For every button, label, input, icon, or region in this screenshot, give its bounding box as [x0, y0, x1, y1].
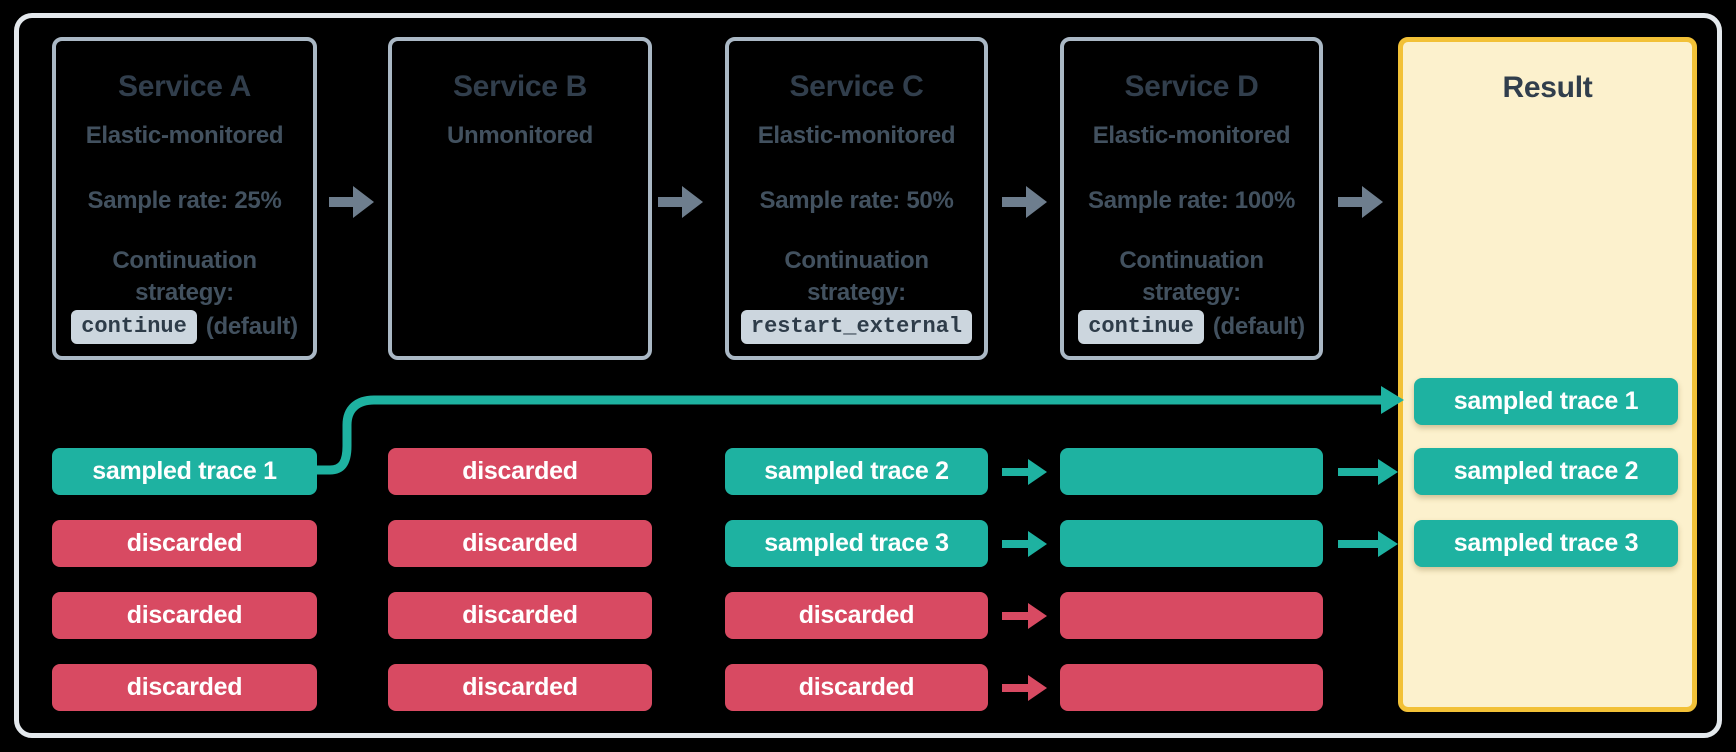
trace-pill: discarded — [52, 664, 317, 711]
service-a-chip-suffix: (default) — [205, 313, 298, 340]
arrow-service-b-to-c-icon — [658, 186, 703, 218]
service-d-continuation-label: Continuation strategy: — [1119, 247, 1264, 306]
service-b-box: Service B Unmonitored — [388, 37, 652, 360]
service-d-sample-rate: Sample rate: 100% — [1087, 187, 1295, 214]
service-a-continuation-label: Continuation strategy: — [112, 247, 257, 306]
service-d-chip-suffix: (default) — [1212, 313, 1305, 340]
service-c-chip-row: restart_external — [729, 310, 984, 344]
trace-bar — [1060, 664, 1323, 711]
trace-pill: discarded — [388, 520, 652, 567]
trace-pill: discarded — [388, 664, 652, 711]
service-c-box: Service C Elastic-monitored Sample rate:… — [725, 37, 988, 360]
trace-pill: discarded — [725, 664, 988, 711]
trace-pill: sampled trace 3 — [725, 520, 988, 567]
trace-pill: sampled trace 1 — [52, 448, 317, 495]
trace-pill: discarded — [388, 592, 652, 639]
service-c-subtitle: Elastic-monitored — [757, 122, 956, 149]
result-title: Result — [1502, 71, 1593, 104]
trace-pill: sampled trace 2 — [725, 448, 988, 495]
trace-pill: discarded — [388, 448, 652, 495]
service-d-subtitle: Elastic-monitored — [1092, 122, 1291, 149]
service-d-strategy-chip: continue — [1078, 310, 1204, 344]
service-a-title: Service A — [118, 70, 251, 103]
trace-bar — [1060, 592, 1323, 639]
service-c-sample-rate: Sample rate: 50% — [759, 187, 954, 214]
service-a-strategy-chip: continue — [71, 310, 197, 344]
service-d-title: Service D — [1124, 70, 1259, 103]
service-a-box: Service A Elastic-monitored Sample rate:… — [52, 37, 317, 360]
trace-bar — [1060, 448, 1323, 495]
service-a-subtitle: Elastic-monitored — [85, 122, 284, 149]
result-pill: sampled trace 1 — [1414, 378, 1678, 425]
arrow-trace-c4-to-d-icon — [1002, 675, 1047, 701]
service-d-chip-row: continue (default) — [1064, 310, 1319, 344]
arrow-trace-c2-to-d-icon — [1002, 531, 1047, 557]
result-pill: sampled trace 2 — [1414, 448, 1678, 495]
arrow-trace-c3-to-d-icon — [1002, 603, 1047, 629]
service-a-chip-row: continue (default) — [56, 310, 313, 344]
arrow-trace-d2-to-result-icon — [1338, 531, 1398, 557]
service-c-continuation-label: Continuation strategy: — [784, 247, 929, 306]
arrow-service-d-to-result-icon — [1338, 186, 1383, 218]
service-d-box: Service D Elastic-monitored Sample rate:… — [1060, 37, 1323, 360]
arrow-trace-d1-to-result-icon — [1338, 459, 1398, 485]
outer-frame — [14, 13, 1722, 738]
trace-pill: discarded — [52, 592, 317, 639]
service-b-subtitle: Unmonitored — [446, 122, 594, 149]
result-pill: sampled trace 3 — [1414, 520, 1678, 567]
trace-pill: discarded — [725, 592, 988, 639]
service-a-sample-rate: Sample rate: 25% — [87, 187, 282, 214]
service-c-title: Service C — [789, 70, 924, 103]
result-box: Result — [1398, 37, 1697, 712]
arrow-service-a-to-b-icon — [329, 186, 374, 218]
arrow-service-c-to-d-icon — [1002, 186, 1047, 218]
arrow-trace-c1-to-d-icon — [1002, 459, 1047, 485]
service-c-strategy-chip: restart_external — [740, 310, 973, 344]
trace-bar — [1060, 520, 1323, 567]
service-b-title: Service B — [452, 70, 588, 103]
trace-pill: discarded — [52, 520, 317, 567]
